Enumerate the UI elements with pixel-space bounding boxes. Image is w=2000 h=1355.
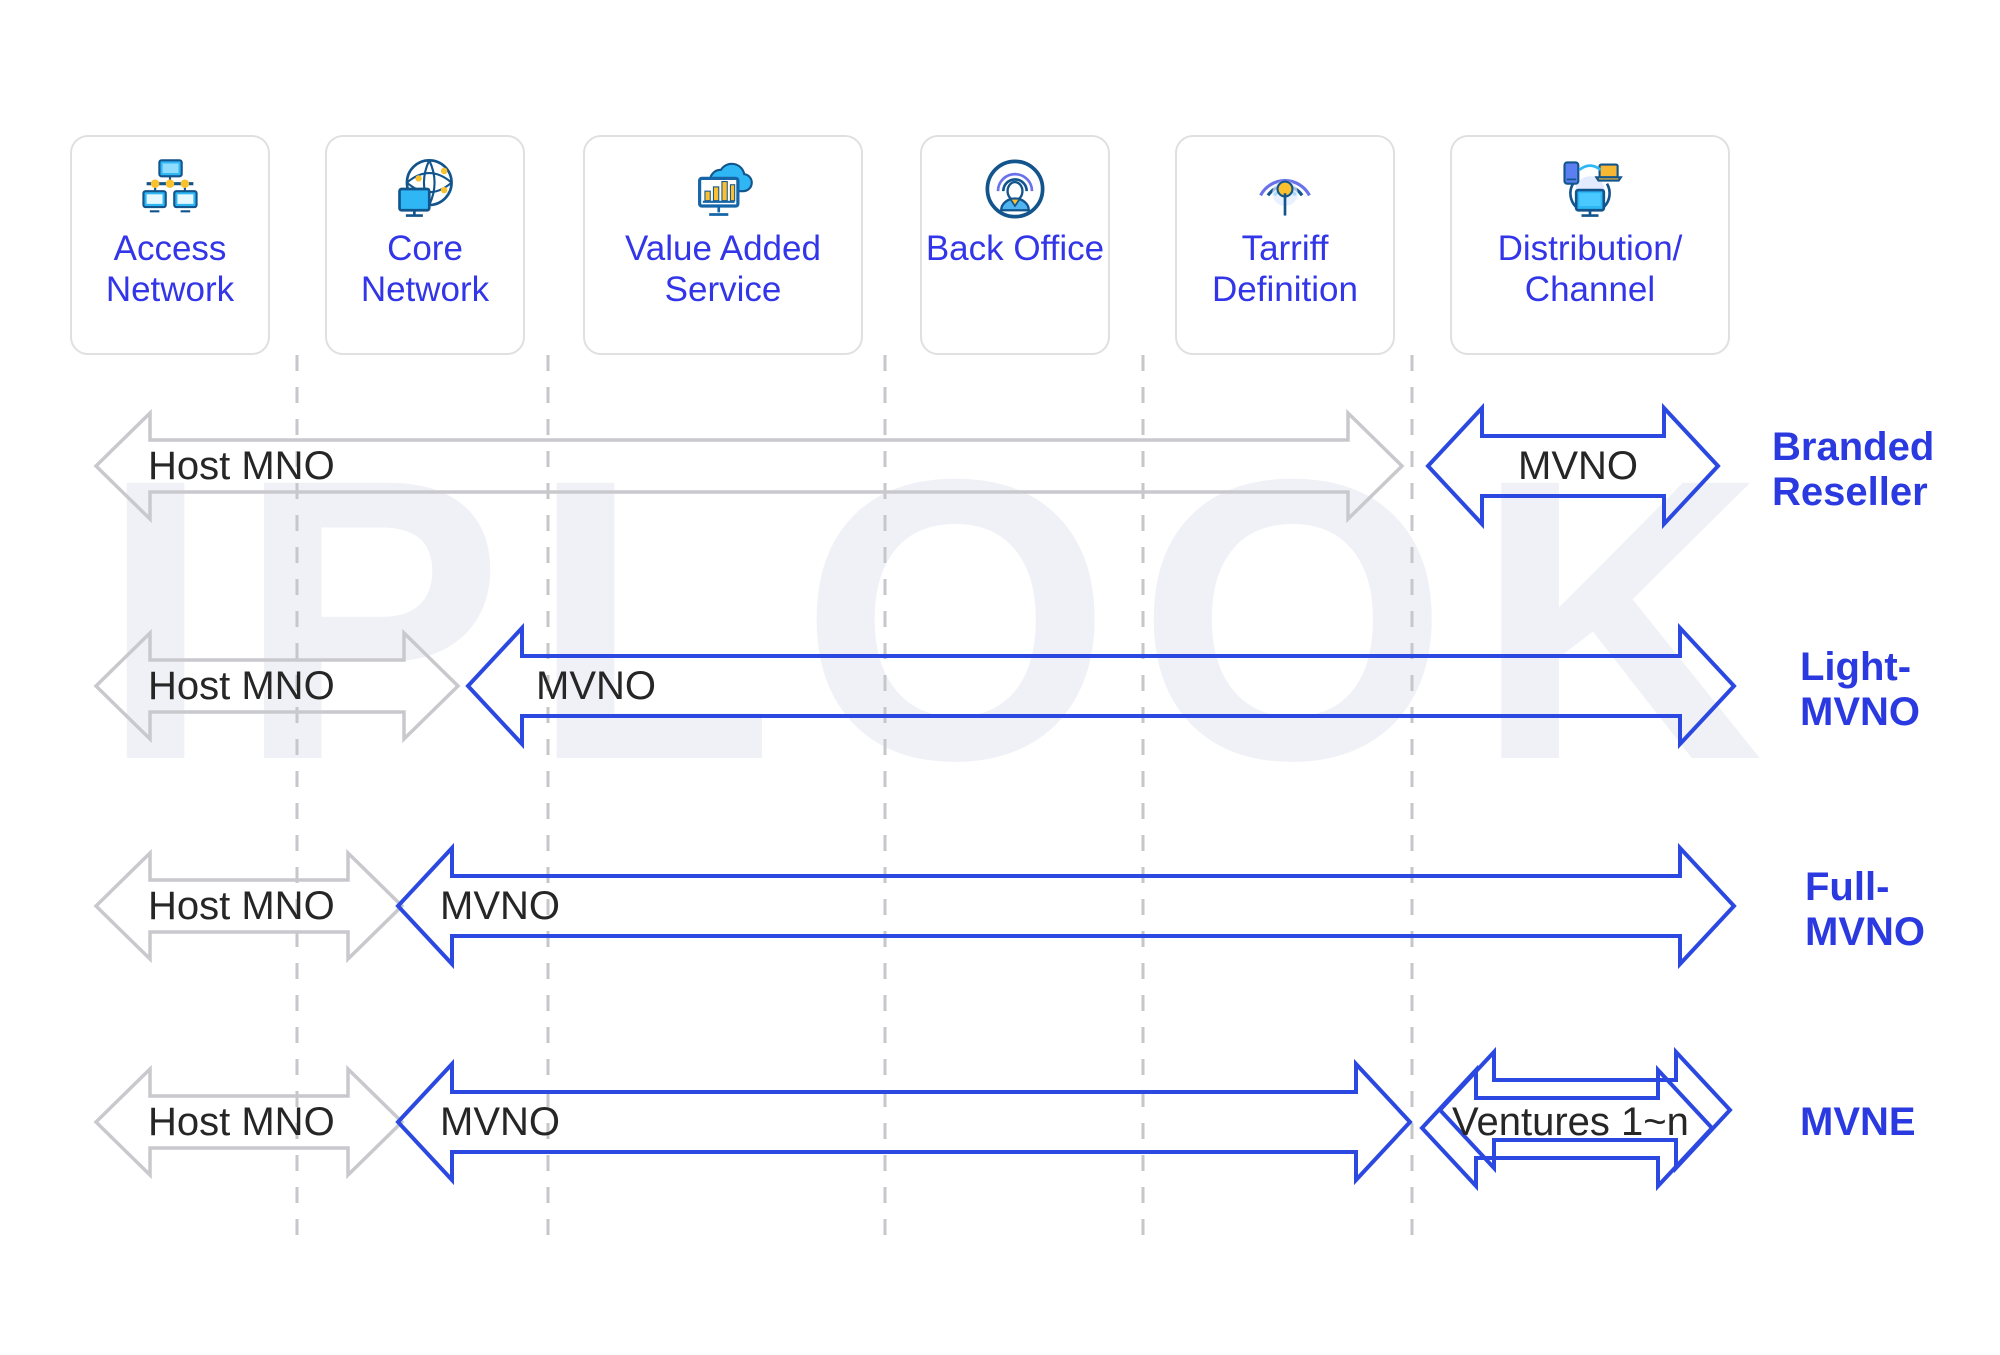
card-back-office[interactable]: Back Office (920, 135, 1110, 355)
arrow-text-row1-host-mno: Host MNO (148, 444, 335, 488)
card-label-distribution-channel: Distribution/ Channel (1497, 229, 1683, 309)
arrow-row4-mvno (395, 1058, 1413, 1186)
arrow-row4-ventures-back (1437, 1046, 1733, 1174)
card-label-tarriff-definition: Tarriff Definition (1212, 229, 1358, 309)
capability-card-row: Access Network Core Network (0, 0, 2000, 360)
arrow-text-row3-host-mno: Host MNO (148, 884, 335, 928)
arrow-row1-mvno (1425, 402, 1721, 530)
card-distribution-channel[interactable]: Distribution/ Channel (1450, 135, 1730, 355)
arrow-row4-ventures-front (1419, 1064, 1715, 1192)
arrow-row3-host-mno (93, 848, 405, 964)
row-label-light-mvno: Light- MVNO (1800, 645, 1920, 734)
arrow-text-row4-host-mno: Host MNO (148, 1100, 335, 1144)
card-core-network[interactable]: Core Network (325, 135, 525, 355)
card-label-value-added-service: Value Added Service (625, 229, 821, 309)
card-access-network[interactable]: Access Network (70, 135, 270, 355)
card-tarriff-definition[interactable]: Tarriff Definition (1175, 135, 1395, 355)
arrow-text-row1-mvno: MVNO (1518, 444, 1638, 488)
tarriff-definition-icon (1259, 179, 1311, 216)
arrow-text-row4-ventures: Ventures 1~n (1452, 1100, 1689, 1144)
arrow-row4-host-mno (93, 1064, 405, 1180)
access-network-icon (142, 159, 198, 213)
arrow-row2-host-mno (93, 628, 461, 744)
arrow-row2-mvno (465, 622, 1737, 750)
card-label-core-network: Core Network (360, 229, 490, 309)
card-label-back-office: Back Office (925, 229, 1105, 268)
distribution-channel-icon (1563, 161, 1623, 217)
arrow-row1-host-mno (93, 408, 1405, 524)
row-label-full-mvno: Full- MVNO (1805, 865, 1925, 954)
row-label-branded-reseller: Branded Reseller (1772, 425, 1935, 514)
card-value-added-service[interactable]: Value Added Service (583, 135, 863, 355)
arrow-text-row3-mvno: MVNO (440, 884, 560, 928)
arrow-text-row2-host-mno: Host MNO (148, 664, 335, 708)
arrow-row3-mvno (395, 842, 1737, 970)
arrow-text-row4-mvno: MVNO (440, 1100, 560, 1144)
back-office-icon (985, 159, 1045, 219)
iplook-watermark: IPLOOK (100, 396, 1790, 843)
value-added-service-icon (698, 162, 753, 216)
arrow-text-row2-mvno: MVNO (536, 664, 656, 708)
card-label-access-network: Access Network (105, 229, 235, 309)
core-network-icon (398, 158, 453, 217)
row-label-mvne: MVNE (1800, 1100, 1916, 1144)
